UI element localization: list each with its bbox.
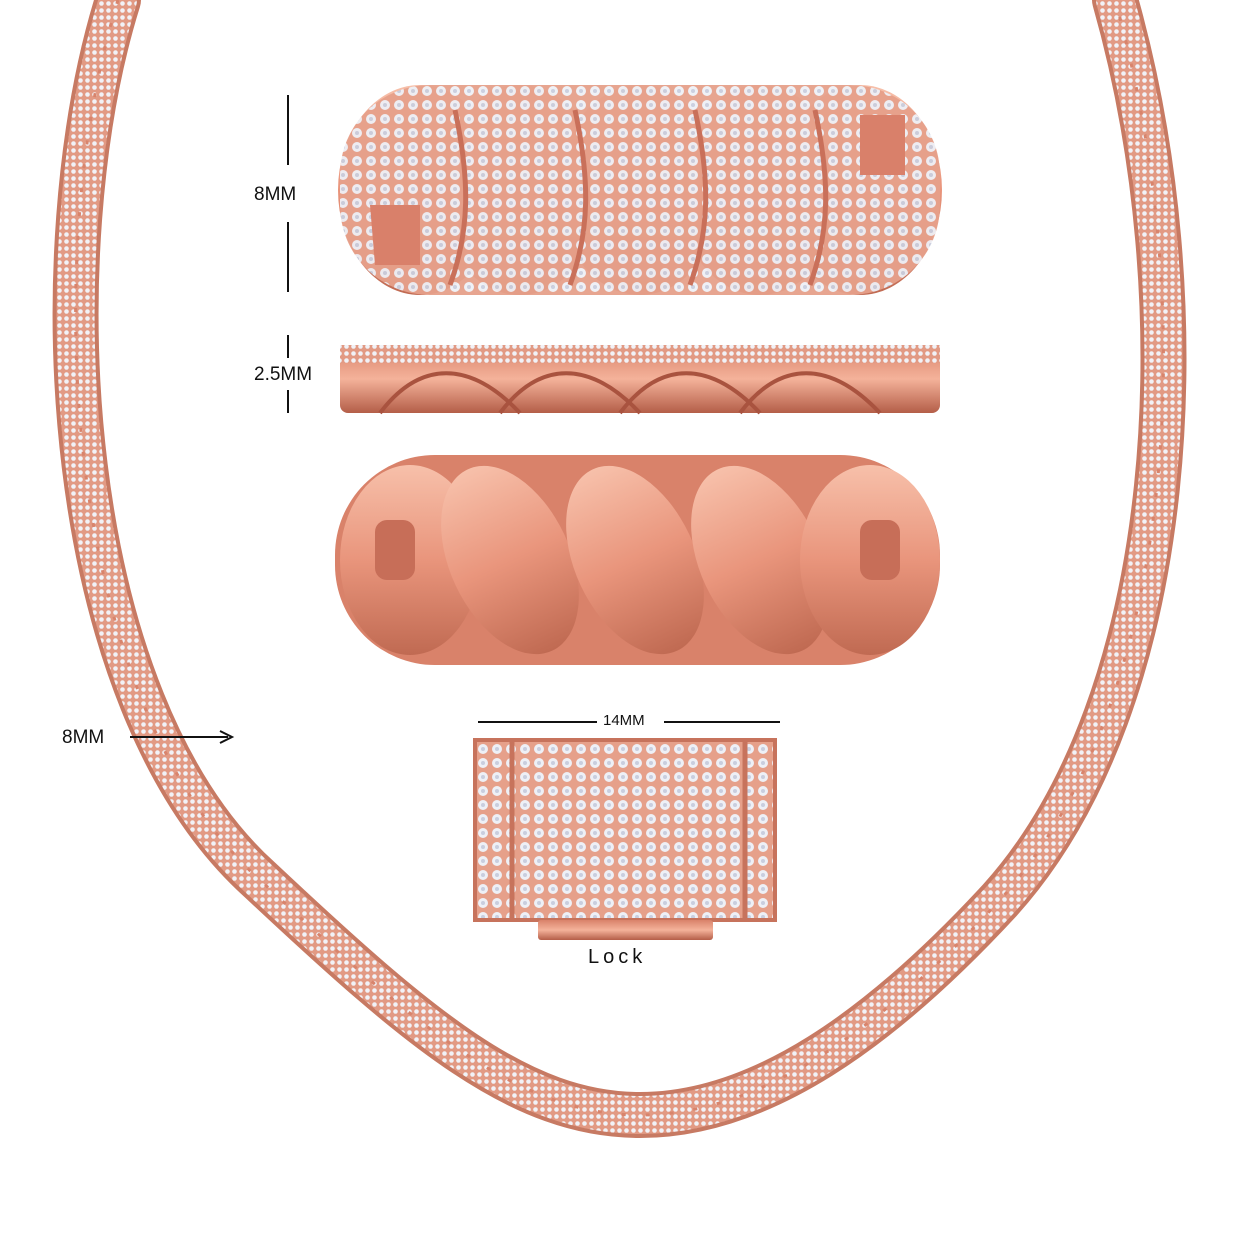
iced-link-top-view <box>338 85 942 295</box>
clasp-width-label: 14MM <box>603 712 645 729</box>
chain <box>52 0 1187 1139</box>
lock-clasp <box>473 738 777 940</box>
chain-width-label: 8MM <box>62 727 105 748</box>
link-height-label: 8MM <box>254 184 297 205</box>
link-thickness-label: 2.5MM <box>254 364 313 385</box>
dimension-lines <box>130 95 780 744</box>
plain-link-view <box>335 455 940 665</box>
link-side-view <box>340 345 940 415</box>
clasp-name-label: Lock <box>588 946 647 968</box>
